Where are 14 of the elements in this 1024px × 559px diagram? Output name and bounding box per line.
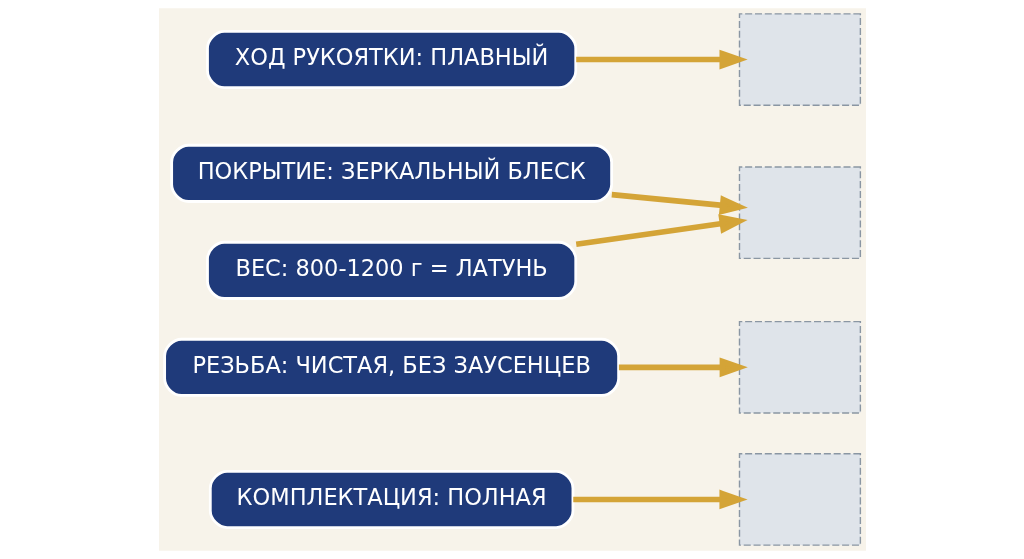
node-box: КОМПЛЕКТАЦИЯ: ПОЛНАЯ	[208, 469, 574, 529]
node-box	[738, 320, 861, 414]
node-box	[738, 453, 861, 546]
arrow	[618, 357, 748, 378]
node-box: ВЕС: 800-1200 г = ЛАТУНЬ	[205, 240, 577, 300]
node-box: ПОКРЫТИЕ: ЗЕРКАЛЬНЫЙ БЛЕСК	[169, 143, 613, 203]
arrow	[611, 191, 748, 215]
node-box	[738, 13, 861, 106]
node-box	[738, 166, 861, 260]
node-box: ХОД РУКОЯТКИ: ПЛАВНЫЙ	[205, 30, 577, 90]
arrow	[575, 49, 748, 70]
arrow	[575, 214, 748, 248]
arrow	[572, 489, 748, 510]
node-box: РЕЗЬБА: ЧИСТАЯ, БЕЗ ЗАУСЕНЦЕВ	[162, 337, 620, 397]
